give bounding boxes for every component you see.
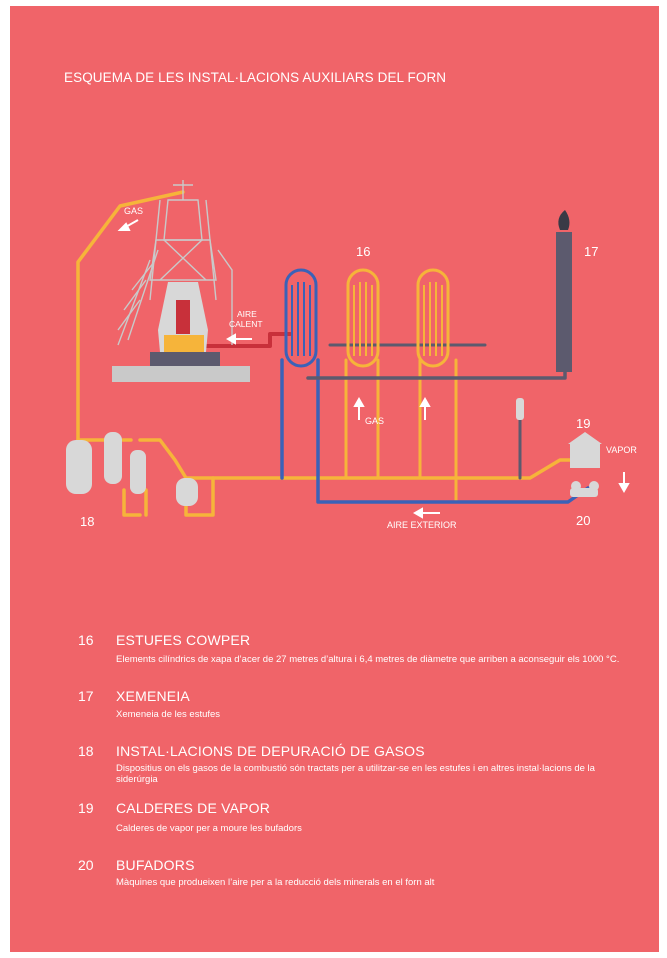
legend-title: BUFADORS [116, 857, 195, 873]
page-title: ESQUEMA DE LES INSTAL·LACIONS AUXILIARS … [64, 70, 447, 85]
chimney [556, 232, 572, 372]
legend-description: Màquines que produeixen l’aire per a la … [116, 877, 435, 888]
gas-pipe-to-boiler [184, 458, 577, 480]
legend-number: 19 [78, 800, 94, 816]
furnace-plinth [150, 352, 220, 366]
legend-number: 16 [78, 632, 94, 648]
label-17: 17 [584, 244, 598, 259]
gas-pipe-main [76, 190, 185, 442]
legend-title: CALDERES DE VAPOR [116, 800, 271, 816]
label-aire-calent-1: AIRE [237, 309, 257, 319]
label-aire-calent-2: CALENT [229, 319, 263, 329]
gas-purification-vessels [66, 432, 198, 506]
blowers [570, 481, 599, 497]
chimney-smoke [558, 210, 570, 230]
label-gas-top: GAS [124, 206, 143, 216]
flow-arrows [117, 219, 630, 519]
furnace-base [112, 366, 250, 382]
gas-pipe-stand [122, 476, 215, 517]
air-pipe [280, 358, 590, 504]
legend-number: 18 [78, 743, 94, 759]
gas-pipe-filters [76, 438, 188, 480]
label-vapor: VAPOR [606, 445, 637, 455]
label-16: 16 [356, 244, 370, 259]
blast-furnace [117, 180, 233, 346]
furnace-hearth [164, 335, 204, 353]
cowper-stove-1 [284, 268, 318, 368]
legend-title: INSTAL·LACIONS DE DEPURACIÓ DE GASOS [116, 743, 425, 759]
label-aire-exterior: AIRE EXTERIOR [387, 520, 457, 530]
legend-title: ESTUFES COWPER [116, 632, 251, 648]
steam-boiler-roof [568, 432, 602, 444]
label-18: 18 [80, 514, 94, 529]
label-gas-mid: GAS [365, 416, 384, 426]
steam-boiler [570, 444, 600, 468]
legend-number: 17 [78, 688, 94, 704]
legend-description: Dispositius on els gasos de la combustió… [116, 763, 595, 785]
legend-description: Elements cilíndrics de xapa d’acer de 27… [116, 654, 620, 665]
boiler-valve [516, 398, 524, 420]
legend-description: Calderes de vapor per a moure les bufado… [116, 823, 302, 834]
hot-air-pipe [194, 332, 292, 348]
cowper-stove-2 [346, 268, 380, 368]
cowper-stove-3 [416, 268, 450, 368]
legend-description: Xemeneia de les estufes [116, 709, 221, 720]
legend-number: 20 [78, 857, 94, 873]
label-20: 20 [576, 513, 590, 528]
legend-title: XEMENEIA [116, 688, 190, 704]
label-19: 19 [576, 416, 590, 431]
gas-pipe-cowper-2 [418, 358, 458, 504]
furnace-core [176, 300, 190, 334]
